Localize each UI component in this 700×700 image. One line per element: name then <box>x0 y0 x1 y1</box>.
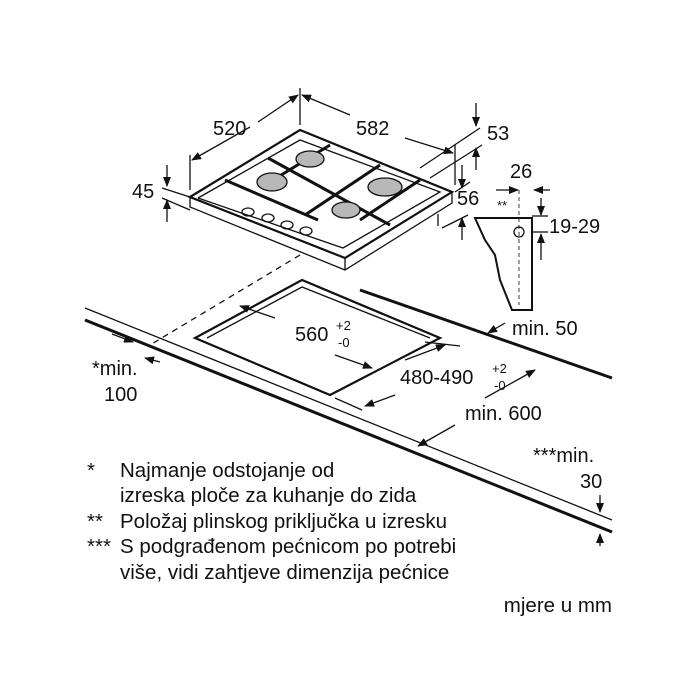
dimension-labels: 520 582 53 45 56 26 ** 19-29 560 +2 -0 4… <box>92 118 602 493</box>
footnote-line: Najmanje odstojanje od <box>120 459 334 482</box>
footnote-marker: * <box>87 459 95 482</box>
dim-cutout-depth-tol-plus: +2 <box>492 361 507 376</box>
dim-min-thickness-label: ***min. <box>533 445 594 467</box>
knobs <box>241 207 313 236</box>
gas-connector-profile <box>473 190 533 311</box>
dim-hob-width: 582 <box>356 118 389 140</box>
footnote-marker: ** <box>87 510 103 533</box>
hob <box>187 128 455 271</box>
dim-foot-height: 56 <box>457 188 479 210</box>
dimension-lines <box>111 88 604 546</box>
dim-cutout-width-tol-plus: +2 <box>336 318 351 333</box>
footnote-line: S podgrađenom pećnicom po potrebi <box>120 535 456 558</box>
units-note: mjere u mm <box>504 594 612 617</box>
dim-cutout-depth: 480-490 <box>400 367 473 389</box>
dim-min-side-label: *min. <box>92 358 138 380</box>
dim-min-counter-depth: min. 600 <box>465 403 542 425</box>
dim-grate-height: 53 <box>487 123 509 145</box>
footnote-marker: *** <box>87 535 111 558</box>
dim-min-side-value: 100 <box>104 384 137 406</box>
dim-cutout-depth-tol-minus: -0 <box>494 378 506 393</box>
burners <box>256 150 403 219</box>
dim-hob-height: 45 <box>132 181 154 203</box>
dim-min-back: min. 50 <box>512 318 578 340</box>
dim-cutout-width-tol-minus: -0 <box>338 335 350 350</box>
dim-connector-height: 19-29 <box>549 216 600 238</box>
dim-connector-offset: 26 <box>510 161 532 183</box>
footnote-line: Položaj plinskog priključka u izresku <box>120 510 447 533</box>
connector-marker: ** <box>497 198 507 213</box>
footnote-line: više, vidi zahtjeve dimenzija pećnice <box>120 561 449 584</box>
footnotes: * Najmanje odstojanje od izreska ploče z… <box>87 459 612 617</box>
dim-hob-depth: 520 <box>213 118 246 140</box>
countertop <box>84 254 613 534</box>
footnote-line: izreska ploče za kuhanje do zida <box>120 484 417 507</box>
cutout <box>192 278 443 397</box>
dim-min-thickness-value: 30 <box>580 471 602 493</box>
dim-cutout-width: 560 <box>295 324 328 346</box>
